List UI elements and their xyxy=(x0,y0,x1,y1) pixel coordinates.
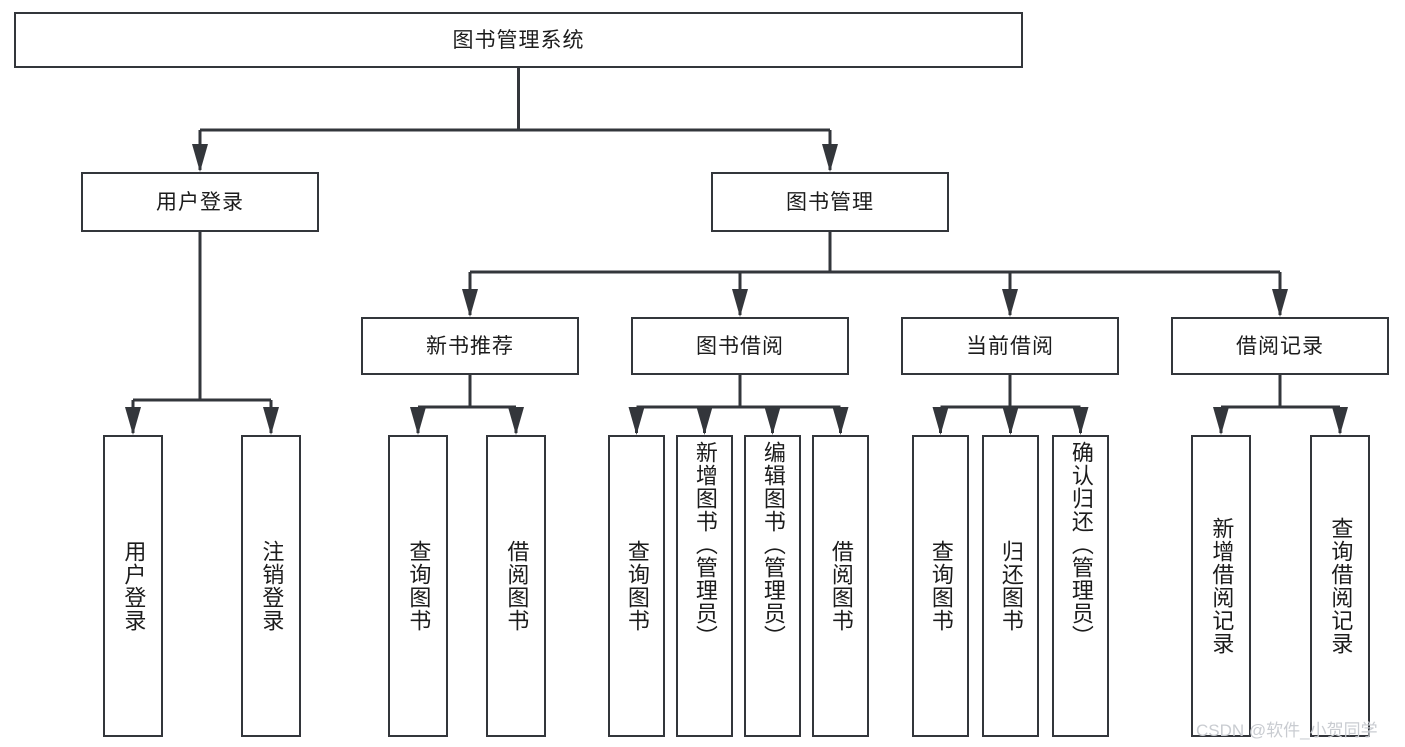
node-label: 编辑图书（管理员） xyxy=(760,441,786,648)
arrow-head-icon xyxy=(732,289,748,317)
arrow-head-icon xyxy=(1002,407,1019,435)
node-leaf-borrow-book-1[interactable]: 借阅图书 xyxy=(486,435,546,737)
watermark-text: CSDN @软件_小贺同学 xyxy=(1196,721,1378,740)
node-label: 新增借阅记录 xyxy=(1209,517,1235,655)
node-borrow-record[interactable]: 借阅记录 xyxy=(1171,317,1389,375)
node-label: 查询借阅记录 xyxy=(1328,517,1354,655)
node-leaf-query-book-3[interactable]: 查询图书 xyxy=(912,435,969,737)
arrow-head-icon xyxy=(832,407,849,435)
node-leaf-query-book-1[interactable]: 查询图书 xyxy=(388,435,448,737)
node-label: 图书管理系统 xyxy=(452,28,585,52)
arrow-head-icon xyxy=(1072,407,1089,435)
node-label: 查询图书 xyxy=(406,540,432,632)
node-label: 用户登录 xyxy=(121,540,147,632)
node-leaf-confirm-return[interactable]: 确认归还（管理员） xyxy=(1052,435,1109,737)
arrow-head-icon xyxy=(628,407,645,435)
node-leaf-query-book-2[interactable]: 查询图书 xyxy=(608,435,665,737)
node-label: 查询图书 xyxy=(928,540,954,632)
node-leaf-edit-book[interactable]: 编辑图书（管理员） xyxy=(744,435,801,737)
arrow-head-icon xyxy=(1272,289,1288,317)
node-label: 注销登录 xyxy=(259,540,285,632)
node-label: 查询图书 xyxy=(624,540,650,632)
arrow-head-icon xyxy=(125,407,141,435)
node-label: 借阅图书 xyxy=(504,540,530,632)
arrow-head-icon xyxy=(508,407,524,435)
arrow-head-icon xyxy=(696,407,713,435)
node-leaf-borrow-book-2[interactable]: 借阅图书 xyxy=(812,435,869,737)
node-leaf-query-record[interactable]: 查询借阅记录 xyxy=(1310,435,1370,737)
arrow-head-icon xyxy=(932,407,949,435)
node-book-manage[interactable]: 图书管理 xyxy=(711,172,949,232)
arrow-head-icon xyxy=(192,144,208,172)
node-label: 新增图书（管理员） xyxy=(692,441,718,648)
node-leaf-return-book[interactable]: 归还图书 xyxy=(982,435,1039,737)
node-label: 借阅图书 xyxy=(828,540,854,632)
node-label: 图书管理 xyxy=(786,190,874,214)
node-root[interactable]: 图书管理系统 xyxy=(14,12,1023,68)
node-label: 归还图书 xyxy=(998,540,1024,632)
arrow-head-icon xyxy=(410,407,426,435)
arrow-head-icon xyxy=(263,407,279,435)
arrow-head-icon xyxy=(462,289,478,317)
arrow-head-icon xyxy=(1002,289,1018,317)
node-book-borrow[interactable]: 图书借阅 xyxy=(631,317,849,375)
arrow-head-icon xyxy=(822,144,838,172)
node-leaf-add-record[interactable]: 新增借阅记录 xyxy=(1191,435,1251,737)
node-label: 借阅记录 xyxy=(1236,334,1324,358)
node-label: 用户登录 xyxy=(156,190,244,214)
node-leaf-user-login[interactable]: 用户登录 xyxy=(103,435,163,737)
node-label: 新书推荐 xyxy=(426,334,514,358)
node-user-login[interactable]: 用户登录 xyxy=(81,172,319,232)
arrow-head-icon xyxy=(1213,407,1229,435)
node-new-book-recommend[interactable]: 新书推荐 xyxy=(361,317,579,375)
node-label: 当前借阅 xyxy=(966,334,1054,358)
arrow-head-icon xyxy=(1332,407,1348,435)
node-current-borrow[interactable]: 当前借阅 xyxy=(901,317,1119,375)
arrow-head-icon xyxy=(764,407,781,435)
node-label: 确认归还（管理员） xyxy=(1068,441,1094,648)
node-label: 图书借阅 xyxy=(696,334,784,358)
node-leaf-logout[interactable]: 注销登录 xyxy=(241,435,301,737)
node-leaf-add-book[interactable]: 新增图书（管理员） xyxy=(676,435,733,737)
